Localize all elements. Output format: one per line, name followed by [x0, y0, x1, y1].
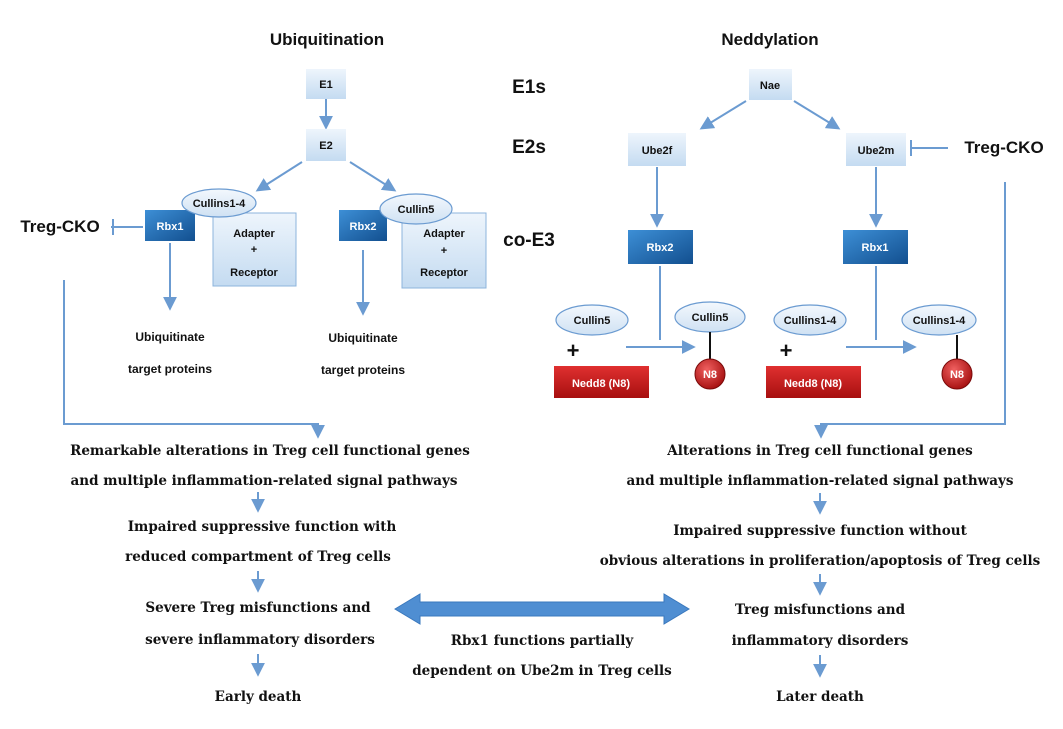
- e2-label: E2: [319, 140, 332, 152]
- adapter1-line2: +: [251, 244, 257, 256]
- rbx1-box-right: Rbx1: [843, 230, 908, 264]
- cullin5-bound-ellipse: Cullin5: [674, 301, 746, 333]
- treg-cko-left-label: Treg-CKO: [20, 217, 99, 236]
- right-outcome-line1: Alterations in Treg cell functional gene…: [666, 443, 973, 459]
- left-outcome-line5: Severe Treg misfunctions and: [145, 600, 371, 616]
- target2-line2: target proteins: [321, 363, 405, 377]
- right-outcome-line3: Impaired suppressive function without: [673, 523, 967, 539]
- adapter2-line1: Adapter: [423, 228, 465, 240]
- n8-ball-2: N8: [941, 358, 973, 390]
- cullins14-left-label: Cullins1-4: [193, 198, 246, 210]
- e1-label: E1: [319, 79, 332, 91]
- cullin5-bound-label: Cullin5: [692, 312, 729, 324]
- level-e2s: E2s: [512, 137, 546, 158]
- rbx2-box-right: Rbx2: [628, 230, 693, 264]
- cullin5-free-label: Cullin5: [574, 315, 611, 327]
- adapter2-line2: +: [441, 245, 447, 257]
- ube2f-box: Ube2f: [628, 133, 686, 166]
- treg-cko-right-label: Treg-CKO: [964, 138, 1043, 157]
- level-co-e3: co-E3: [503, 230, 555, 251]
- right-outcome-line2: and multiple inflammation-related signal…: [627, 473, 1014, 489]
- plus-sign-2: +: [780, 338, 793, 363]
- connector-left-outcomes: [63, 280, 325, 439]
- target1-line1: Ubiquitinate: [135, 330, 205, 344]
- left-outcome-line3: Impaired suppressive function with: [128, 519, 397, 535]
- nae-box: Nae: [749, 69, 792, 100]
- arrow-nae-ube2m: [793, 100, 841, 130]
- adapter-receptor-box-2: Adapter + Receptor: [401, 212, 487, 289]
- level-e1s: E1s: [512, 77, 546, 98]
- n8-ball-1: N8: [694, 358, 726, 390]
- plus-sign-1: +: [567, 338, 580, 363]
- rbx1-box-left: Rbx1: [145, 210, 195, 241]
- center-note-line2: dependent on Ube2m in Treg cells: [412, 663, 672, 679]
- e2-box: E2: [306, 129, 346, 161]
- adapter1-line1: Adapter: [233, 228, 275, 240]
- rbx1-right-label: Rbx1: [862, 242, 889, 254]
- cullin5-free-ellipse: Cullin5: [555, 304, 629, 336]
- rbx2-box-left: Rbx2: [339, 210, 387, 241]
- cullins14-free-ellipse: Cullins1-4: [773, 304, 847, 336]
- nedd8-box-2: Nedd8 (N8): [766, 366, 861, 398]
- right-outcome-line5: Treg misfunctions and: [735, 602, 906, 618]
- e1-box: E1: [306, 69, 346, 99]
- cullin5-ellipse-left: Cullin5: [379, 193, 453, 225]
- cullins14-bound-label: Cullins1-4: [913, 315, 966, 327]
- adapter2-line3: Receptor: [420, 267, 468, 279]
- target2-line1: Ubiquitinate: [328, 331, 398, 345]
- adapter-receptor-box-1: Adapter + Receptor: [212, 212, 297, 287]
- double-arrow: [394, 593, 690, 625]
- right-outcome-line4: obvious alterations in proliferation/apo…: [600, 553, 1041, 569]
- connector-right-outcomes: [814, 182, 1006, 439]
- nedd8-label-2: Nedd8 (N8): [784, 378, 842, 390]
- nae-label: Nae: [760, 80, 780, 92]
- left-outcome-line4: reduced compartment of Treg cells: [125, 549, 391, 565]
- center-note-line1: Rbx1 functions partially: [451, 633, 635, 649]
- left-outcome-line7: Early death: [215, 689, 302, 705]
- rbx2-left-label: Rbx2: [350, 221, 377, 233]
- arrow-e2-rbx2: [349, 161, 397, 192]
- ube2m-box: Ube2m: [846, 133, 906, 166]
- cullins14-ellipse-left: Cullins1-4: [181, 188, 257, 218]
- ube2m-label: Ube2m: [858, 145, 895, 157]
- nedd8-label-1: Nedd8 (N8): [572, 378, 630, 390]
- left-outcome-line1: Remarkable alterations in Treg cell func…: [70, 443, 470, 459]
- adapter1-line3: Receptor: [230, 267, 278, 279]
- cullins14-bound-ellipse: Cullins1-4: [901, 304, 977, 336]
- right-outcome-line6: inflammatory disorders: [732, 633, 909, 649]
- ube2f-label: Ube2f: [642, 145, 673, 157]
- cullins14-free-label: Cullins1-4: [784, 315, 837, 327]
- arrow-e2-rbx1: [255, 161, 303, 192]
- rbx2-right-label: Rbx2: [647, 242, 674, 254]
- arrow-nae-ube2f: [699, 100, 747, 130]
- n8-label-1: N8: [703, 369, 717, 381]
- cullin5-left-label: Cullin5: [398, 204, 435, 216]
- n8-label-2: N8: [950, 369, 964, 381]
- target1-line2: target proteins: [128, 362, 212, 376]
- left-outcome-line2: and multiple inflammation-related signal…: [71, 473, 458, 489]
- rbx1-left-label: Rbx1: [157, 221, 184, 233]
- right-outcome-line7: Later death: [776, 689, 864, 705]
- ubiquitination-header: Ubiquitination: [270, 30, 384, 49]
- nedd8-box-1: Nedd8 (N8): [554, 366, 649, 398]
- left-outcome-line6: severe inflammatory disorders: [145, 632, 375, 648]
- neddylation-header: Neddylation: [721, 30, 818, 49]
